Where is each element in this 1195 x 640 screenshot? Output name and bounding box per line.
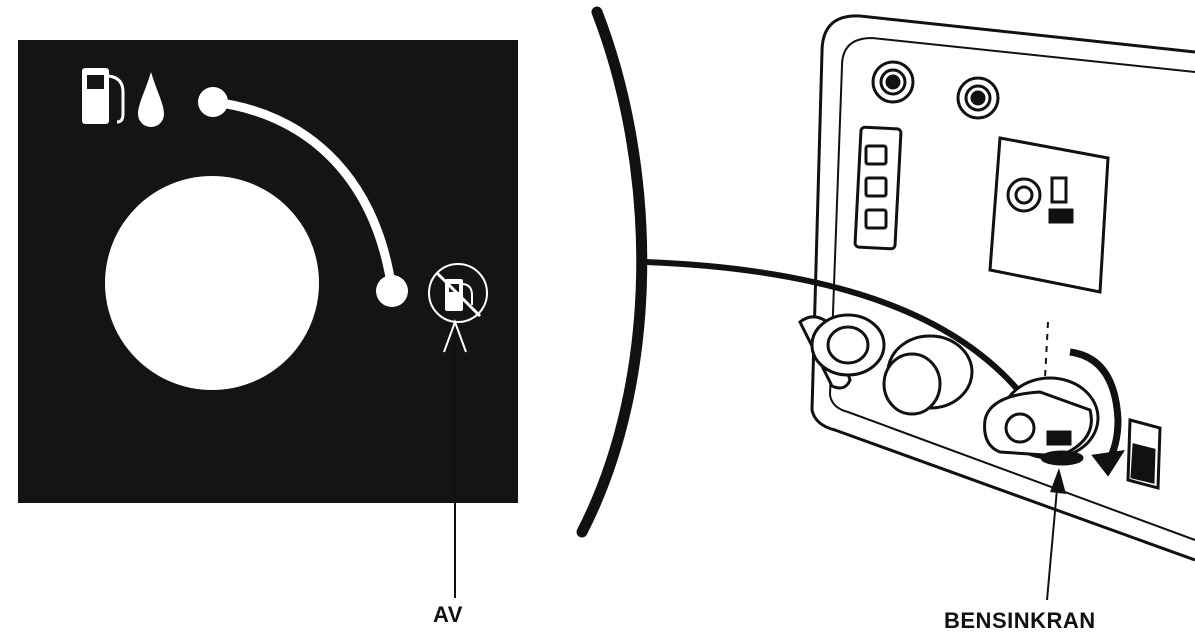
off-position-dot xyxy=(376,275,408,307)
av-pointer xyxy=(443,319,467,598)
panel-inner-edge xyxy=(828,36,1195,541)
valve-knob-hub xyxy=(105,176,319,390)
fuel-valve-pointer xyxy=(1046,468,1066,601)
rotation-arrow xyxy=(1044,321,1126,477)
control-panel xyxy=(798,14,1195,562)
breaker-box xyxy=(988,136,1110,294)
rotation-arc xyxy=(208,97,397,295)
panel-outline xyxy=(810,14,1195,562)
off-label: AV xyxy=(433,602,463,627)
fuel-off-icon xyxy=(428,263,488,323)
rocker-switch xyxy=(1126,418,1162,490)
round-socket-left xyxy=(871,60,915,104)
choke-lever xyxy=(798,313,886,390)
fuel-pump-icon xyxy=(82,68,125,124)
round-socket-right xyxy=(956,76,1000,120)
valve-dial-closeup xyxy=(18,40,518,503)
fuel-drop-icon xyxy=(138,72,164,127)
indicator-strip xyxy=(853,125,903,251)
starter-knob xyxy=(882,334,974,416)
leader-line xyxy=(645,259,1021,392)
fuel-valve-knob xyxy=(983,376,1100,466)
magnifier-curve xyxy=(576,6,648,538)
fuel-valve-label: BENSINKRAN xyxy=(944,608,1096,633)
